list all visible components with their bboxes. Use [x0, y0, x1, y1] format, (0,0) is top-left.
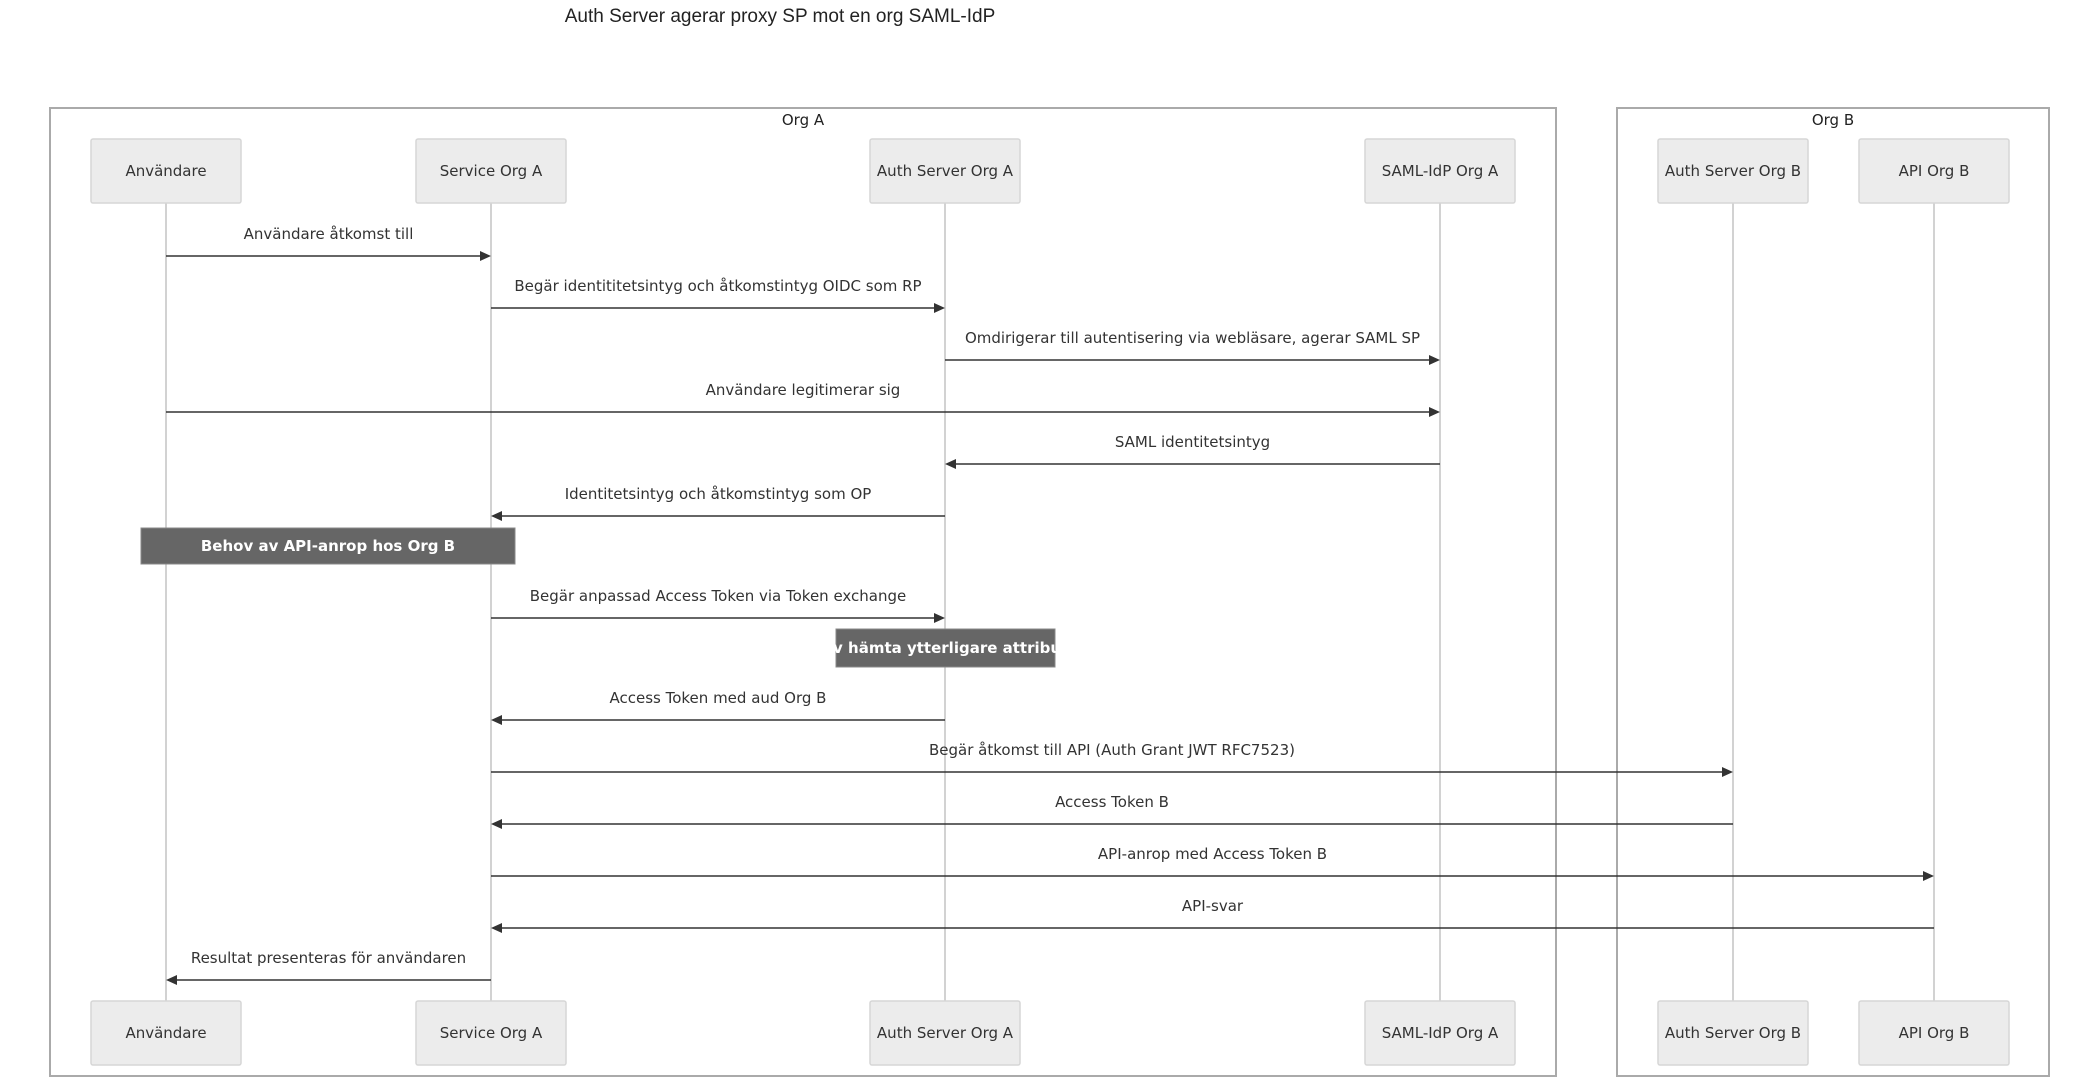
actor-bottom-user: Användare	[90, 1000, 242, 1066]
actor-bottom-auth_a: Auth Server Org A	[869, 1000, 1021, 1066]
message-15: Resultat presenteras för användaren	[166, 949, 491, 985]
actor-label: Auth Server Org A	[877, 1024, 1014, 1042]
actor-box	[415, 138, 567, 204]
note-label: Ev hämta ytterligare attribut	[823, 639, 1068, 657]
message-label: Begär anpassad Access Token via Token ex…	[530, 587, 907, 605]
actor-label: Auth Server Org B	[1665, 1024, 1801, 1042]
arrowhead-icon	[166, 975, 177, 985]
message-label: Användare åtkomst till	[244, 225, 414, 243]
group-box-org-b	[1616, 107, 2050, 1077]
actor-top-saml_idp_a: SAML-IdP Org A	[1364, 138, 1516, 204]
actor-label: Användare	[125, 162, 206, 180]
message-label: SAML identitetsintyg	[1115, 433, 1270, 451]
actor-top-auth_a: Auth Server Org A	[869, 138, 1021, 204]
actor-box	[1657, 138, 1809, 204]
message-label: Begär identititetsintyg och åtkomstintyg…	[514, 277, 921, 295]
actor-box	[1364, 1000, 1516, 1066]
arrowhead-icon	[945, 459, 956, 469]
arrowhead-icon	[1722, 767, 1733, 777]
lifelines-layer	[165, 203, 1935, 1001]
actor-bottom-auth_b: Auth Server Org B	[1657, 1000, 1809, 1066]
message-10: Access Token med aud Org B	[491, 689, 945, 725]
message-11: Begär åtkomst till API (Auth Grant JWT R…	[491, 741, 1733, 777]
message-5: SAML identitetsintyg	[945, 433, 1440, 469]
actor-label: API Org B	[1899, 162, 1970, 180]
actor-label: Auth Server Org B	[1665, 162, 1801, 180]
note-2: Ev hämta ytterligare attribut	[823, 628, 1068, 668]
arrowhead-icon	[491, 715, 502, 725]
actor-top-api_b: API Org B	[1858, 138, 2010, 204]
note-label: Behov av API-anrop hos Org B	[201, 537, 455, 555]
actor-label: SAML-IdP Org A	[1382, 1024, 1499, 1042]
message-12: Access Token B	[491, 793, 1733, 829]
group-label-org-a: Org A	[782, 111, 825, 129]
message-label: Omdirigerar till autentisering via weblä…	[965, 329, 1420, 347]
actor-label: Auth Server Org A	[877, 162, 1014, 180]
message-label: Begär åtkomst till API (Auth Grant JWT R…	[929, 741, 1295, 759]
actor-box	[90, 1000, 242, 1066]
message-2: Begär identititetsintyg och åtkomstintyg…	[491, 277, 945, 313]
diagram-title: Auth Server agerar proxy SP mot en org S…	[565, 6, 996, 27]
group-box-org-a	[49, 107, 1557, 1077]
actor-bottom-service_a: Service Org A	[415, 1000, 567, 1066]
message-13: API-anrop med Access Token B	[491, 845, 1934, 881]
arrowhead-icon	[934, 613, 945, 623]
message-1: Användare åtkomst till	[166, 225, 491, 261]
actor-label: Service Org A	[440, 1024, 543, 1042]
arrowhead-icon	[934, 303, 945, 313]
message-label: API-svar	[1182, 897, 1244, 915]
message-label: Resultat presenteras för användaren	[191, 949, 466, 967]
note-1: Behov av API-anrop hos Org B	[140, 527, 516, 565]
message-4: Användare legitimerar sig	[166, 381, 1440, 417]
arrowhead-icon	[1923, 871, 1934, 881]
actor-box	[869, 1000, 1021, 1066]
actor-label: Service Org A	[440, 162, 543, 180]
note-box	[835, 628, 1056, 668]
message-3: Omdirigerar till autentisering via weblä…	[945, 329, 1440, 365]
actor-top-user: Användare	[90, 138, 242, 204]
note-box	[140, 527, 516, 565]
actor-label: SAML-IdP Org A	[1382, 162, 1499, 180]
actor-box	[1858, 138, 2010, 204]
message-label: Identitetsintyg och åtkomstintyg som OP	[565, 485, 872, 503]
arrowhead-icon	[491, 923, 502, 933]
arrowhead-icon	[1429, 407, 1440, 417]
arrowhead-icon	[491, 819, 502, 829]
arrowhead-icon	[1429, 355, 1440, 365]
arrowhead-icon	[491, 511, 502, 521]
message-label: API-anrop med Access Token B	[1098, 845, 1327, 863]
actor-box	[1657, 1000, 1809, 1066]
actor-top-service_a: Service Org A	[415, 138, 567, 204]
actor-label: API Org B	[1899, 1024, 1970, 1042]
arrowhead-icon	[480, 251, 491, 261]
message-label: Access Token B	[1055, 793, 1169, 811]
actor-box	[869, 138, 1021, 204]
actor-top-auth_b: Auth Server Org B	[1657, 138, 1809, 204]
groups-layer: Org A Org B	[49, 107, 2050, 1077]
actor-box	[90, 138, 242, 204]
actor-box	[415, 1000, 567, 1066]
actor-label: Användare	[125, 1024, 206, 1042]
message-14: API-svar	[491, 897, 1934, 933]
message-label: Användare legitimerar sig	[706, 381, 901, 399]
message-8: Begär anpassad Access Token via Token ex…	[491, 587, 945, 623]
group-label-org-b: Org B	[1812, 111, 1854, 129]
message-6: Identitetsintyg och åtkomstintyg som OP	[491, 485, 945, 521]
message-label: Access Token med aud Org B	[610, 689, 827, 707]
actor-box	[1858, 1000, 2010, 1066]
actor-box	[1364, 138, 1516, 204]
actor-bottom-saml_idp_a: SAML-IdP Org A	[1364, 1000, 1516, 1066]
actor-bottom-api_b: API Org B	[1858, 1000, 2010, 1066]
